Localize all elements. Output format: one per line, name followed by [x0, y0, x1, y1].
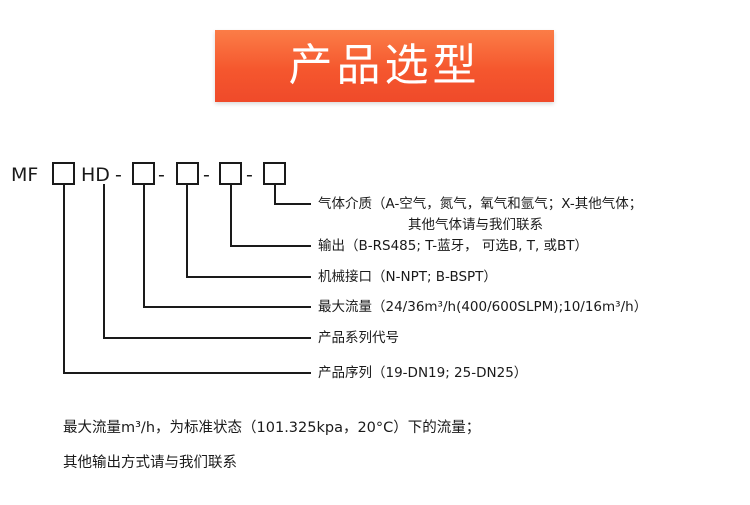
- code-dash-3: -: [203, 164, 210, 186]
- option-sequence-label: 产品序列（19-DN19; 25-DN25）: [318, 365, 527, 381]
- code-box-series: [52, 162, 75, 185]
- code-middle: HD: [81, 164, 110, 186]
- code-box-gas: [263, 162, 286, 185]
- option-gas-label-line2: 其他气体请与我们联系: [408, 217, 543, 233]
- option-interface-label: 机械接口（N-NPT; B-BSPT）: [318, 268, 497, 285]
- option-output-label: 输出（B-RS485; T-蓝牙， 可选B, T, 或BT）: [318, 238, 588, 254]
- connector-gas: [274, 184, 311, 205]
- note-flow-standard: 最大流量m³/h，为标准状态（101.325kpa，20°C）下的流量；: [63, 420, 481, 436]
- option-flow-label: 最大流量（24/36m³/h(400/600SLPM);10/16m³/h）: [318, 299, 647, 315]
- code-dash-2: -: [158, 164, 165, 186]
- connector-flow: [143, 184, 311, 308]
- option-series-label: 产品系列代号: [318, 330, 399, 346]
- code-box-output: [219, 162, 242, 185]
- code-prefix: MF: [11, 164, 38, 186]
- connector-sequence: [63, 184, 311, 374]
- connector-series: [103, 184, 311, 339]
- page-title: 产品选型: [288, 40, 481, 91]
- code-dash-4: -: [246, 164, 253, 186]
- code-box-flow: [132, 162, 155, 185]
- note-contact: 其他输出方式请与我们联系: [63, 455, 237, 471]
- option-gas-label: 气体介质（A-空气，氮气，氧气和氩气；X-其他气体；: [318, 196, 642, 212]
- code-dash-1: -: [115, 164, 122, 186]
- code-box-interface: [176, 162, 199, 185]
- connector-output: [230, 184, 311, 247]
- title-banner: 产品选型: [215, 30, 554, 102]
- connector-interface: [186, 184, 311, 278]
